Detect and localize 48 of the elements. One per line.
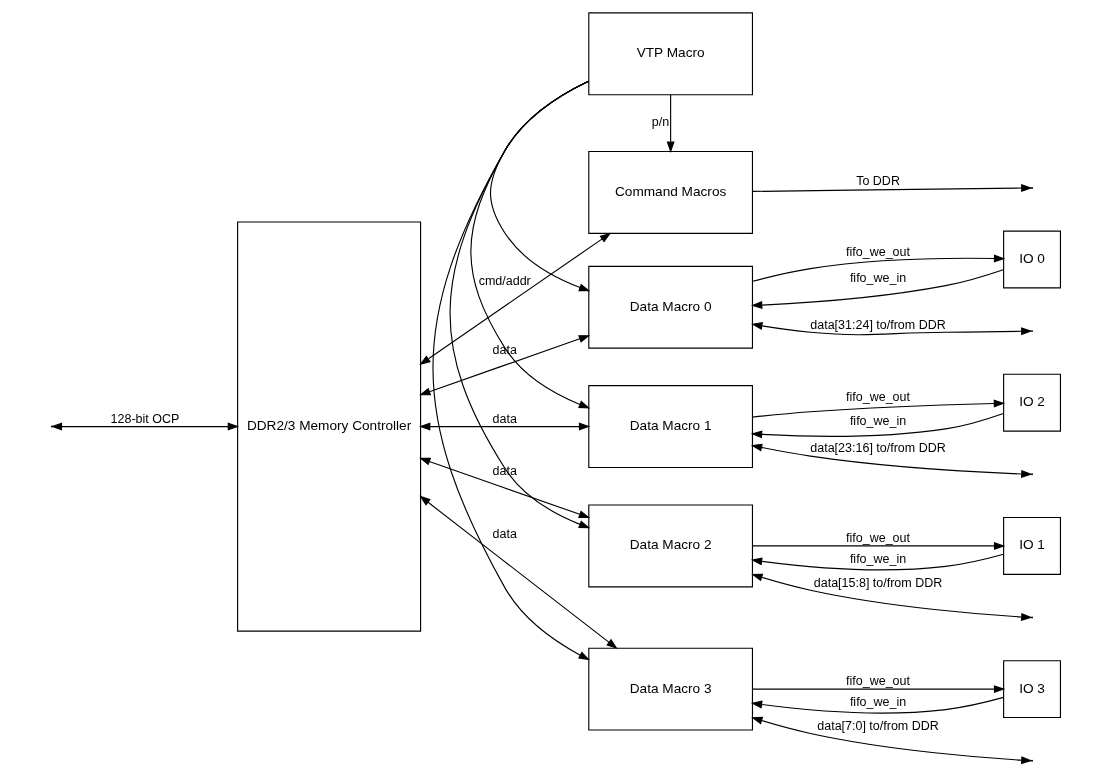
edge-label: fifo_we_out <box>846 674 911 689</box>
edge-label: fifo_we_out <box>846 244 911 259</box>
node-box: Data Macro 0 <box>588 265 754 349</box>
edge-label: data[31:24] to/from DDR <box>810 317 946 332</box>
edge-label: 128-bit OCP <box>110 411 180 426</box>
arrow <box>751 322 1033 336</box>
edge-label: data[23:16] to/from DDR <box>810 441 946 456</box>
arrow <box>752 541 1006 550</box>
arrow <box>752 184 1033 192</box>
node-box: DDR2/3 Memory Controller <box>237 221 422 632</box>
arrow <box>752 399 1006 418</box>
arrow <box>432 80 590 661</box>
edge-label: cmd/addr <box>478 274 531 289</box>
node-box: Data Macro 3 <box>588 647 754 731</box>
arrow <box>419 495 618 649</box>
arrow <box>750 269 1004 310</box>
edge-label: data <box>492 411 517 426</box>
node-box: VTP Macro <box>588 12 754 96</box>
edge-label: fifo_we_in <box>849 551 907 566</box>
node-box: IO 1 <box>1003 516 1061 575</box>
edge-label: p/n <box>651 115 670 130</box>
node-box: Data Macro 2 <box>588 504 754 588</box>
arrow <box>751 716 1033 765</box>
edge-label: data[15:8] to/from DDR <box>813 575 943 590</box>
edge-label: fifo_we_in <box>849 414 907 429</box>
arrow <box>752 685 1006 694</box>
arrow <box>752 254 1006 282</box>
node-box: IO 2 <box>1003 373 1061 432</box>
arrow <box>419 335 591 396</box>
arrow <box>750 443 1033 478</box>
node-box: Data Macro 1 <box>588 385 754 469</box>
edge-label: fifo_we_in <box>849 271 907 286</box>
node-box: IO 0 <box>1003 230 1061 289</box>
arrow <box>750 412 1004 439</box>
arrow <box>419 232 612 366</box>
arrow <box>419 457 591 518</box>
arrow <box>750 553 1005 571</box>
node-box: IO 3 <box>1003 660 1061 719</box>
edge-label: data[7:0] to/from DDR <box>817 718 939 733</box>
edge-label: fifo_we_in <box>849 694 907 709</box>
arrow <box>666 94 675 153</box>
edge-label: fifo_we_out <box>846 390 911 405</box>
node-box: Command Macros <box>588 150 754 234</box>
edge-label: To DDR <box>856 174 900 189</box>
arrow <box>750 696 1005 714</box>
edge-label: data <box>492 526 517 541</box>
arrow <box>419 422 591 431</box>
edge-label: fifo_we_out <box>846 531 911 546</box>
